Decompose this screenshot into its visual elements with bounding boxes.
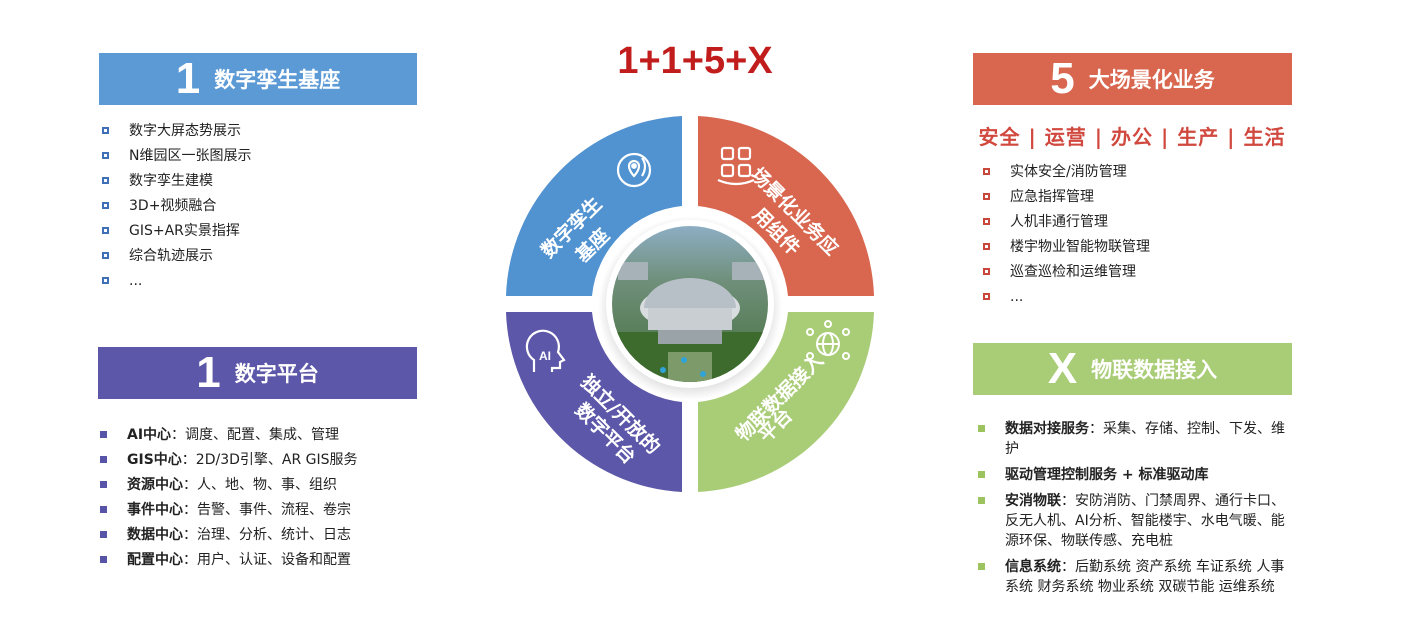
square-bullet-icon (102, 277, 109, 284)
right-bottom-number: X (1047, 344, 1078, 393)
quadrant-digital-platform (506, 312, 682, 492)
square-bullet-icon (983, 218, 990, 225)
left-top-number: 1 (175, 54, 201, 103)
list-item: 资源中心：人、地、物、事、组织 (98, 473, 358, 498)
list-item: AI中心：调度、配置、集成、管理 (98, 423, 358, 448)
network-globe-icon (806, 320, 850, 360)
ai-head-icon: AI (525, 329, 566, 372)
scene-categories: 安全 | 运营 | 办公 | 生产 | 生活 (978, 125, 1286, 149)
list-item: 实体安全/消防管理 (981, 160, 1150, 185)
square-bullet-icon (102, 127, 109, 134)
quadrant-scenario-components (698, 116, 874, 296)
list-item: 巡查巡检和运维管理 (981, 260, 1150, 285)
square-bullet-icon (983, 193, 990, 200)
square-bullet-icon (983, 168, 990, 175)
square-bullet-icon (102, 152, 109, 159)
left-bottom-number: 1 (196, 348, 221, 397)
square-bullet-icon (100, 456, 107, 463)
list-item: 楼宇物业智能物联管理 (981, 235, 1150, 260)
list-item: N维园区一张图展示 (100, 144, 251, 169)
list-item: 应急指挥管理 (981, 185, 1150, 210)
list-item: 事件中心：告警、事件、流程、卷宗 (98, 498, 358, 523)
list-item: 3D+视频融合 (100, 194, 251, 219)
square-bullet-icon (983, 243, 990, 250)
square-bullet-icon (100, 431, 107, 438)
left-bottom-title: 数字平台 (234, 362, 319, 386)
square-bullet-icon (102, 227, 109, 234)
left-top-title: 数字孪生基座 (214, 68, 341, 92)
app-grid-icon (717, 146, 755, 186)
square-bullet-icon (983, 268, 990, 275)
square-bullet-icon (978, 471, 985, 478)
list-item: GIS中心：2D/3D引擎、AR GIS服务 (98, 448, 358, 473)
square-bullet-icon (100, 481, 107, 488)
list-item: 数字大屏态势展示 (100, 119, 251, 144)
left-bottom-banner: 1 数字平台 (98, 347, 417, 399)
square-bullet-icon (102, 252, 109, 259)
list-item: GIS+AR实景指挥 (100, 219, 251, 244)
square-bullet-icon (978, 497, 985, 504)
quadrant-iot-access-platform (698, 312, 874, 492)
square-bullet-icon (100, 556, 107, 563)
square-bullet-icon (100, 531, 107, 538)
square-bullet-icon (983, 293, 990, 300)
right-bottom-list: 数据对接服务：采集、存储、控制、下发、维护 驱动管理控制服务 + 标准驱动库 安… (976, 419, 1288, 603)
list-item: 配置中心：用户、认证、设备和配置 (98, 548, 358, 573)
svg-text:AI: AI (539, 349, 551, 363)
list-item: 数据中心：治理、分析、统计、日志 (98, 523, 358, 548)
square-bullet-icon (978, 563, 985, 570)
left-top-banner: 1 数字孪生基座 (99, 53, 417, 105)
list-item: 安消物联：安防消防、门禁周界、通行卡口、反无人机、AI分析、智能楼宇、水电气暖、… (976, 491, 1288, 551)
square-bullet-icon (102, 202, 109, 209)
square-bullet-icon (102, 177, 109, 184)
list-item: 综合轨迹展示 (100, 244, 251, 269)
list-item: 人机非通行管理 (981, 210, 1150, 235)
location-globe-icon (616, 152, 652, 188)
right-bottom-banner: X 物联数据接入 (973, 343, 1292, 395)
right-top-list: 实体安全/消防管理 应急指挥管理 人机非通行管理 楼宇物业智能物联管理 巡查巡检… (981, 160, 1150, 310)
list-item: 数据对接服务：采集、存储、控制、下发、维护 (976, 419, 1288, 459)
square-bullet-icon (100, 506, 107, 513)
right-top-banner: 5 大场景化业务 (973, 53, 1292, 105)
right-top-number: 5 (1050, 54, 1075, 103)
left-top-list: 数字大屏态势展示 N维园区一张图展示 数字孪生建模 3D+视频融合 GIS+AR… (100, 119, 251, 294)
right-bottom-title: 物联数据接入 (1091, 358, 1218, 382)
list-item: 数字孪生建模 (100, 169, 251, 194)
list-item: 信息系统：后勤系统 资产系统 车证系统 人事系统 财务系统 物业系统 双碳节能 … (976, 557, 1288, 597)
central-ring-diagram: AI 数字孪生 基座 场景化业务应 用组件 独立/开放的 数字平台 物联数据接入… (506, 116, 874, 492)
list-item: ... (981, 285, 1150, 310)
square-bullet-icon (978, 425, 985, 432)
formula-title: 1+1+5+X (617, 40, 773, 82)
left-bottom-list: AI中心：调度、配置、集成、管理 GIS中心：2D/3D引擎、AR GIS服务 … (98, 423, 358, 573)
list-item: ... (100, 269, 251, 294)
list-item: 驱动管理控制服务 + 标准驱动库 (976, 465, 1288, 485)
right-top-title: 大场景化业务 (1088, 68, 1215, 92)
quadrant-digital-twin-base (506, 116, 682, 296)
